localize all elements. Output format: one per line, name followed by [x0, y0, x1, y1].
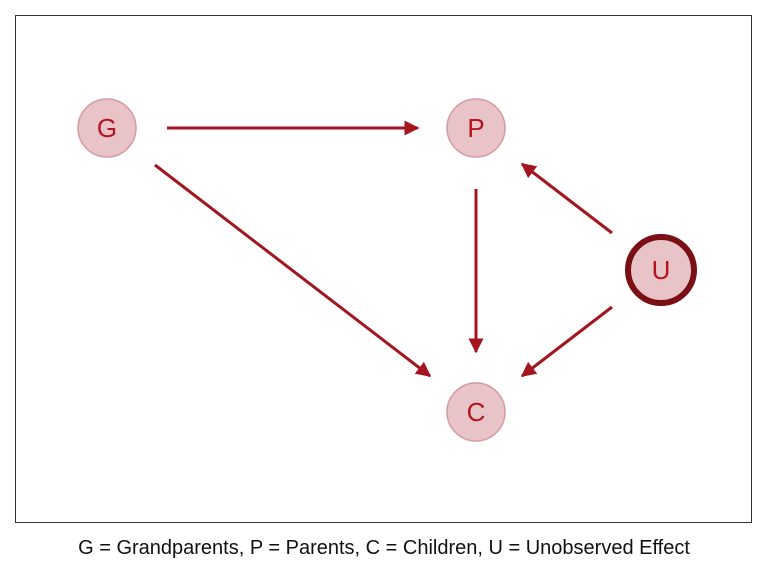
- edge-u-to-p: [520, 162, 613, 235]
- node-c-label: C: [467, 397, 486, 427]
- edge-g-to-c: [154, 163, 432, 378]
- node-p-label: P: [467, 113, 484, 143]
- node-p-circle: [446, 98, 506, 158]
- node-p: P: [446, 98, 506, 158]
- diagram-caption: G = Grandparents, P = Parents, C = Child…: [78, 537, 690, 559]
- node-u-label: U: [652, 255, 671, 285]
- edge-u-to-c: [520, 305, 613, 378]
- node-g: G: [77, 98, 137, 158]
- node-g-label: G: [97, 113, 117, 143]
- node-c-circle: [446, 382, 506, 442]
- node-u-circle: [625, 234, 697, 306]
- node-g-circle: [77, 98, 137, 158]
- node-u: U: [625, 234, 697, 306]
- node-c: C: [446, 382, 506, 442]
